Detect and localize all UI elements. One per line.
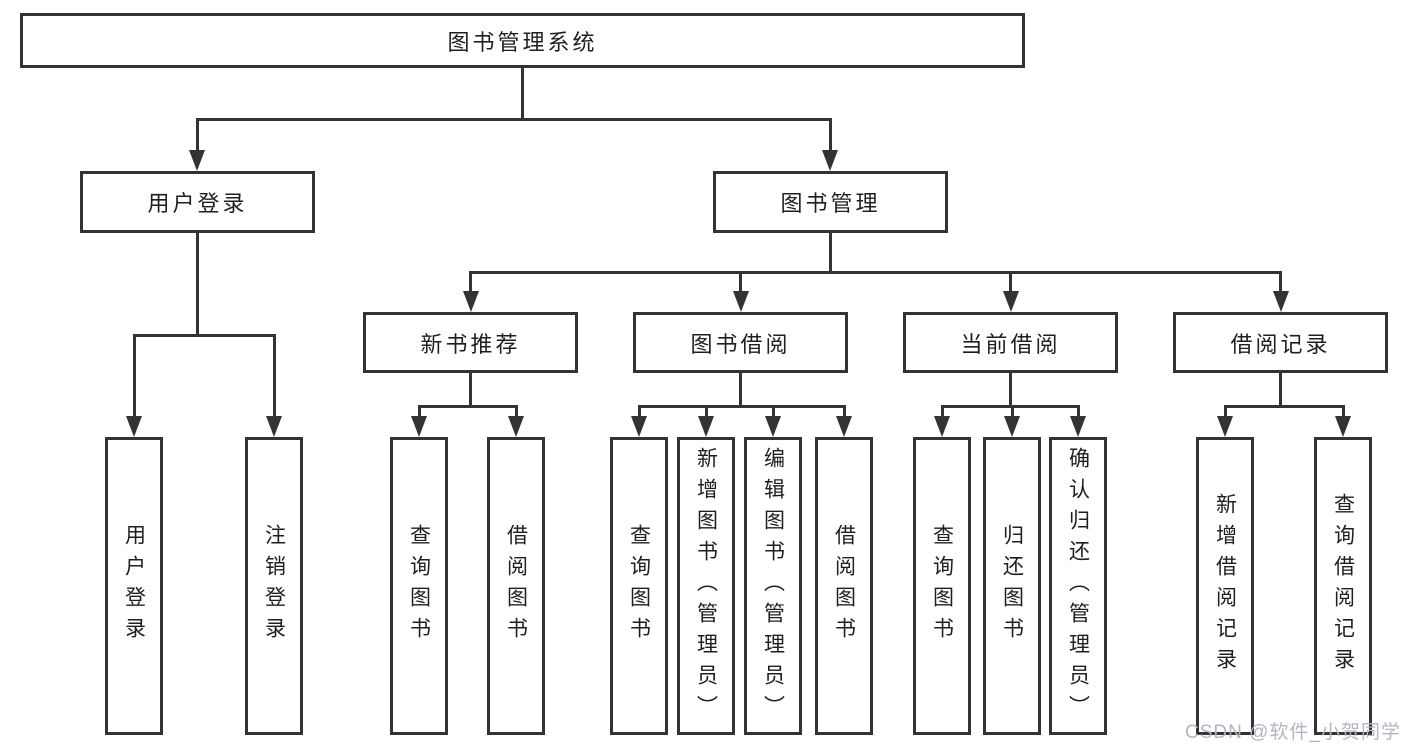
arrow-down-icon	[508, 416, 524, 437]
arrow-down-icon	[126, 416, 142, 437]
node-label: 确认归还（管理员）	[1066, 446, 1090, 726]
node-leaf-borrowing-query-books: 查询图书	[610, 437, 668, 735]
arrow-down-icon	[1272, 291, 1289, 312]
node-label: 图书管理	[780, 191, 881, 216]
node-label: 用户登录	[122, 524, 146, 648]
node-book-management-branch: 图书管理	[713, 171, 948, 233]
node-leaf-recommend-query-books: 查询图书	[390, 437, 448, 735]
node-new-book-recommend: 新书推荐	[363, 312, 578, 373]
arrow-down-icon	[411, 416, 427, 437]
connector-line	[195, 118, 199, 152]
node-label: 图书管理系统	[447, 29, 598, 55]
connector-line	[1279, 271, 1282, 293]
connector-line	[1010, 405, 1014, 419]
node-label: 借阅图书	[504, 524, 528, 648]
node-borrowing-records: 借阅记录	[1173, 312, 1388, 373]
node-leaf-user-login: 用户登录	[105, 437, 163, 735]
arrow-down-icon	[462, 291, 479, 312]
arrow-down-icon	[822, 150, 838, 171]
node-user-login-branch: 用户登录	[80, 171, 315, 233]
node-label: 查询图书	[407, 524, 431, 648]
connector-line	[469, 271, 472, 293]
connector-line	[771, 405, 775, 419]
node-label: 新增图书（管理员）	[694, 446, 718, 726]
arrow-down-icon	[732, 291, 749, 312]
node-leaf-borrowing-edit-books: 编辑图书（管理员）	[744, 437, 802, 735]
connector-line	[1076, 405, 1080, 419]
arrow-down-icon	[1070, 416, 1086, 437]
connector-line	[739, 373, 742, 408]
node-leaf-current-return-books: 归还图书	[983, 437, 1041, 735]
connector-line	[940, 405, 944, 419]
connector-line	[195, 233, 199, 337]
node-book-borrowing: 图书借阅	[633, 312, 848, 373]
connector-line	[1341, 405, 1345, 419]
node-leaf-records-query-record: 查询借阅记录	[1314, 437, 1372, 735]
node-label: 新增借阅记录	[1213, 493, 1237, 679]
connector-line	[417, 405, 518, 408]
arrow-down-icon	[765, 416, 781, 437]
node-label: 归还图书	[1000, 524, 1024, 648]
arrow-down-icon	[698, 416, 714, 437]
connector-line	[842, 405, 846, 419]
connector-line	[637, 405, 846, 408]
node-leaf-current-confirm-return: 确认归还（管理员）	[1049, 437, 1107, 735]
node-label: 借阅记录	[1230, 331, 1331, 357]
node-label: 编辑图书（管理员）	[761, 446, 785, 726]
node-label: 当前借阅	[960, 331, 1061, 357]
arrow-down-icon	[1004, 416, 1020, 437]
arrow-down-icon	[836, 416, 852, 437]
arrow-down-icon	[189, 150, 205, 171]
node-current-borrowing: 当前借阅	[903, 312, 1118, 373]
arrow-down-icon	[1217, 416, 1233, 437]
connector-line	[272, 334, 276, 418]
node-label: 借阅图书	[832, 524, 856, 648]
node-leaf-logout: 注销登录	[245, 437, 303, 735]
connector-line	[520, 68, 524, 120]
node-leaf-records-add-record: 新增借阅记录	[1196, 437, 1254, 735]
connector-line	[704, 405, 708, 419]
connector-line	[514, 405, 518, 419]
connector-line	[1009, 373, 1012, 408]
node-label: 注销登录	[262, 524, 286, 648]
arrow-down-icon	[1335, 416, 1351, 437]
connector-line	[940, 405, 1080, 408]
connector-line	[828, 118, 832, 152]
node-label: 查询借阅记录	[1331, 493, 1355, 679]
watermark: CSDN @软件_小贺同学	[1185, 722, 1401, 743]
node-leaf-recommend-borrow-books: 借阅图书	[487, 437, 545, 735]
connector-line	[417, 405, 421, 419]
arrow-down-icon	[266, 416, 282, 437]
connector-line	[196, 118, 832, 121]
connector-line	[637, 405, 641, 419]
connector-line	[829, 233, 832, 274]
connector-line	[1279, 373, 1282, 408]
connector-line	[132, 334, 276, 337]
arrow-down-icon	[1002, 291, 1019, 312]
arrow-down-icon	[934, 416, 950, 437]
connector-line	[1223, 405, 1345, 408]
node-library-management-system: 图书管理系统	[20, 13, 1025, 68]
node-label: 查询图书	[627, 524, 651, 648]
node-leaf-current-query-books: 查询图书	[913, 437, 971, 735]
arrow-down-icon	[631, 416, 647, 437]
connector-line	[739, 271, 742, 293]
node-leaf-borrowing-borrow-books: 借阅图书	[815, 437, 873, 735]
node-label: 新书推荐	[420, 331, 521, 357]
connector-line	[1009, 271, 1012, 293]
connector-line	[132, 334, 136, 418]
node-label: 用户登录	[147, 191, 248, 216]
connector-line	[1223, 405, 1227, 419]
connector-line	[469, 373, 472, 408]
connector-line	[469, 271, 1282, 274]
node-label: 图书借阅	[690, 331, 791, 357]
node-label: 查询图书	[930, 524, 954, 648]
node-leaf-borrowing-add-books: 新增图书（管理员）	[677, 437, 735, 735]
